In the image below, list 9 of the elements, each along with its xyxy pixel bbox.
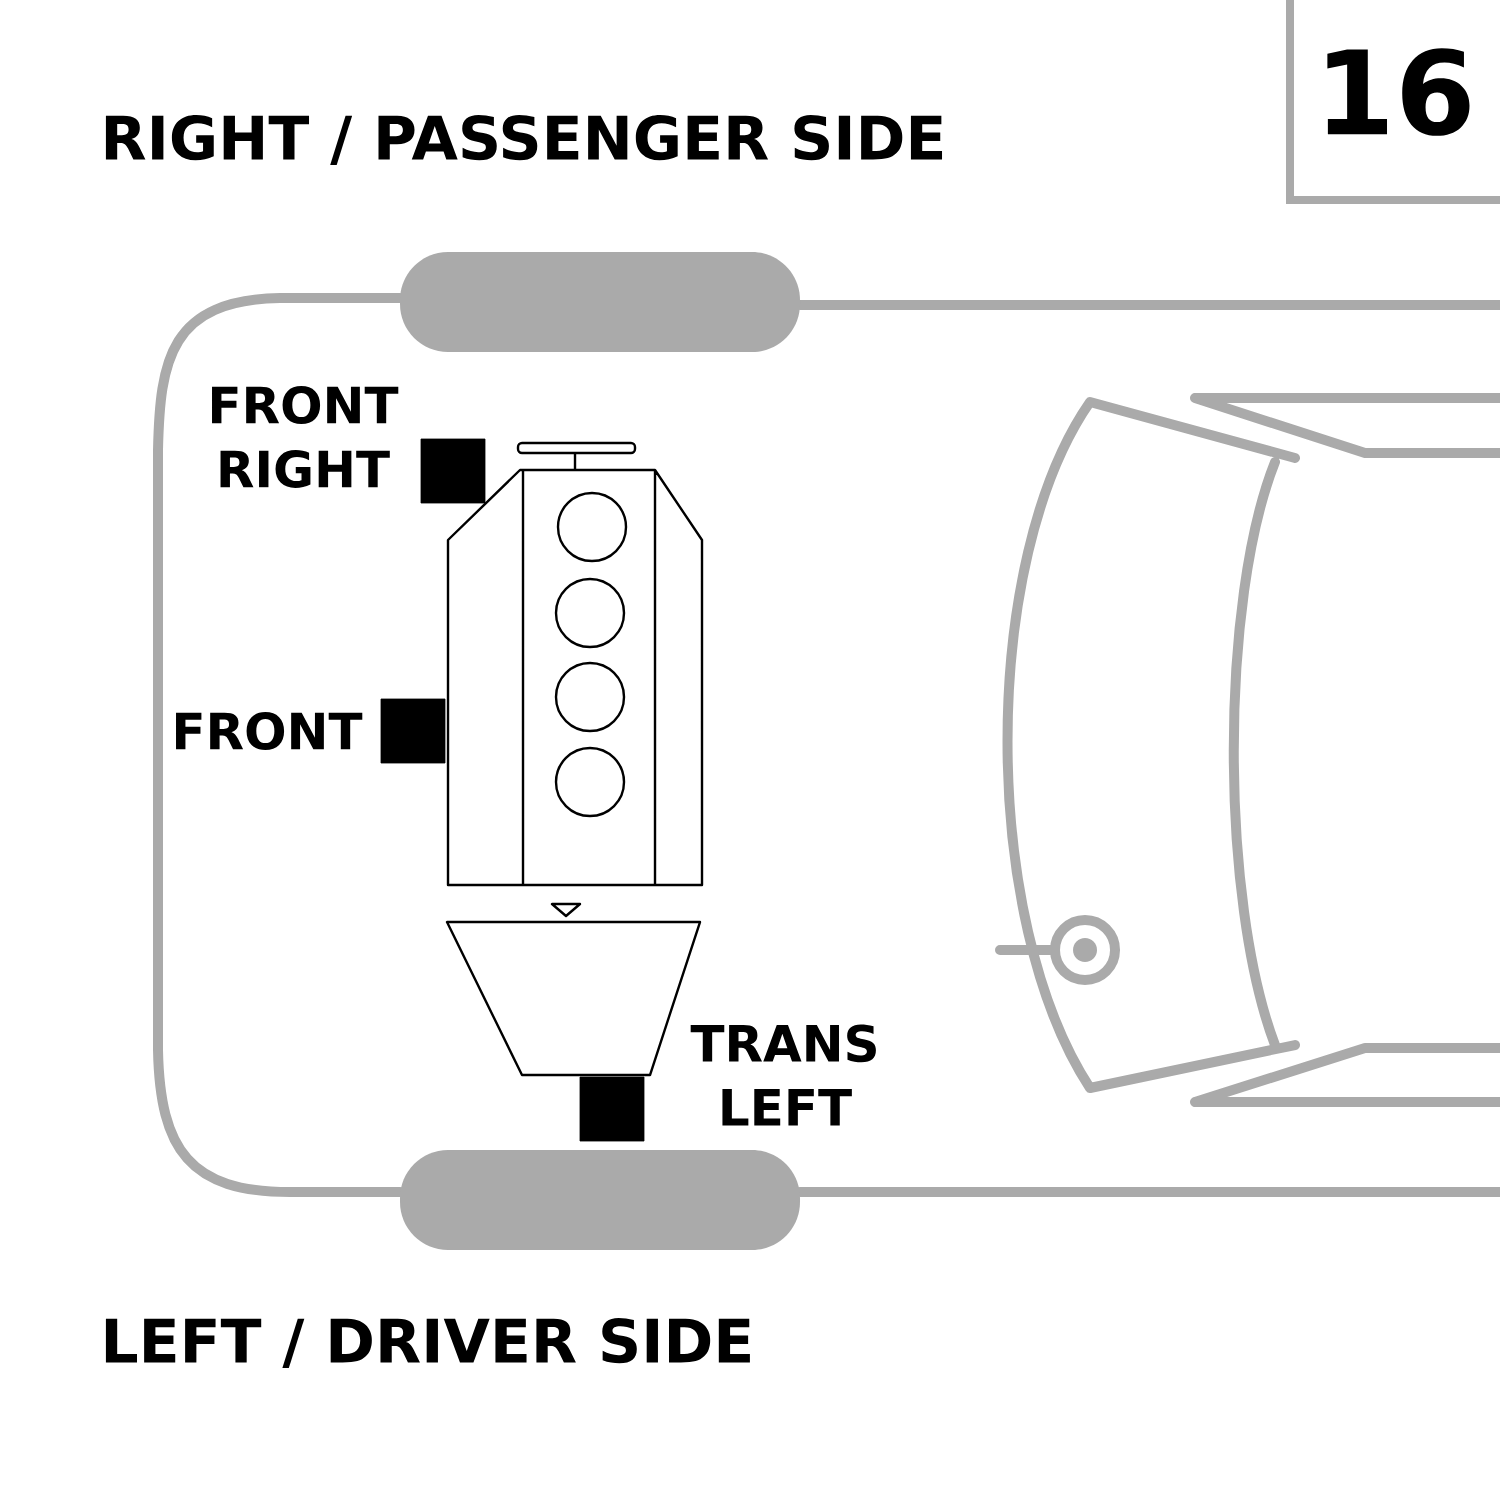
- mount-block: [420, 438, 486, 504]
- mount-block: [579, 1076, 645, 1142]
- mount-block: [380, 698, 446, 764]
- side-label: RIGHT / PASSENGER SIDE: [105, 114, 942, 166]
- mount-label: TRANS LEFT: [690, 1024, 876, 1126]
- side-label: LEFT / DRIVER SIDE: [105, 1317, 750, 1369]
- figure-number: 16: [1327, 48, 1470, 136]
- mount-label: FRONT RIGHT: [212, 386, 399, 488]
- mount-label: FRONT: [176, 712, 363, 750]
